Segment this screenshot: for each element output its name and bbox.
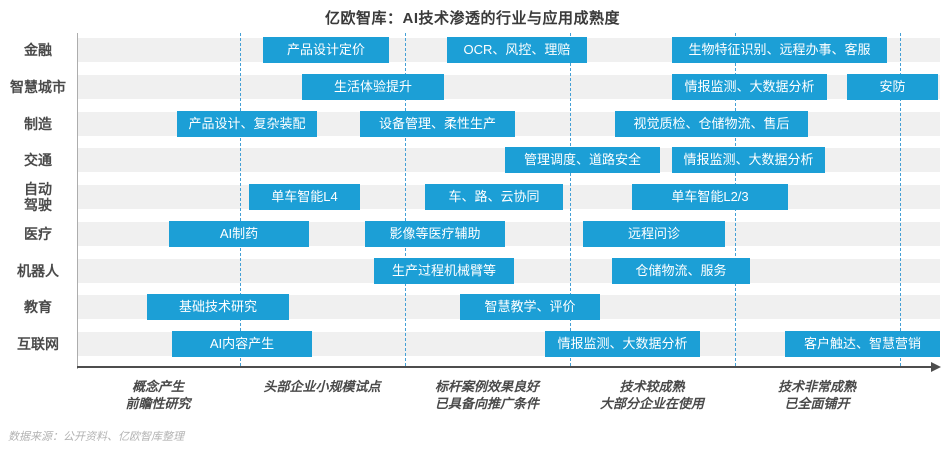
industry-label: 金融 <box>24 42 52 58</box>
industry-label: 医疗 <box>24 225 52 242</box>
application-box: 远程问诊 <box>583 220 725 247</box>
stage-label: 概念产生前瞻性研究 <box>125 379 191 411</box>
application-box: 生物特征识别、远程办事、客服 <box>672 37 887 63</box>
application-box: 智慧教学、评价 <box>460 294 600 321</box>
industry-label: 自动驾驶 <box>24 181 52 213</box>
application-box: 基础技术研究 <box>147 294 289 321</box>
industry-label: 教育 <box>24 299 52 316</box>
industry-label: 制造 <box>24 115 52 132</box>
stage-divider-line <box>900 33 901 366</box>
application-box: 单车智能L2/3 <box>632 184 788 210</box>
x-axis-line <box>77 366 931 368</box>
application-box: 情报监测、大数据分析 <box>672 147 825 174</box>
industry-label: 互联网 <box>17 336 59 352</box>
industry-label: 交通 <box>24 152 52 169</box>
application-box: 产品设计定价 <box>263 37 389 63</box>
application-box: 生活体验提升 <box>302 73 444 100</box>
application-box: 安防 <box>847 73 938 100</box>
stage-label: 技术非常成熟已全面铺开 <box>777 379 857 411</box>
chart-title: 亿欧智库：AI技术渗透的行业与应用成熟度 <box>324 10 620 27</box>
stage-divider-line <box>240 33 241 366</box>
y-axis-line <box>77 33 78 369</box>
application-box: OCR、风控、理赔 <box>447 37 587 63</box>
industry-label: 机器人 <box>17 262 59 279</box>
application-box: AI内容产生 <box>172 331 312 357</box>
application-box: 单车智能L4 <box>249 184 360 210</box>
stage-label: 头部企业小规模试点 <box>263 379 381 394</box>
application-box: 设备管理、柔性生产 <box>360 110 515 137</box>
application-box: 仓储物流、服务 <box>612 257 750 284</box>
stage-divider-line <box>405 33 406 366</box>
stage-label: 标杆案例效果良好已具备向推广条件 <box>434 379 540 411</box>
industry-label: 智慧城市 <box>10 78 66 95</box>
source-note: 数据来源：公开资料、亿欧智库整理 <box>8 431 184 443</box>
application-box: 情报监测、大数据分析 <box>545 331 700 357</box>
application-box: 视觉质检、仓储物流、售后 <box>615 110 808 137</box>
application-box: 客户触达、智慧营销 <box>785 331 940 357</box>
application-box: 产品设计、复杂装配 <box>177 110 317 137</box>
application-box: 生产过程机械臂等 <box>374 257 514 284</box>
application-box: 情报监测、大数据分析 <box>672 73 827 100</box>
application-box: 管理调度、道路安全 <box>505 147 660 174</box>
stage-divider-line <box>570 33 571 366</box>
application-box: 车、路、云协同 <box>425 184 563 210</box>
application-box: AI制药 <box>169 220 309 247</box>
application-box: 影像等医疗辅助 <box>365 220 505 247</box>
x-axis-arrow-icon <box>931 362 941 372</box>
stage-label: 技术较成熟大部分企业在使用 <box>599 379 705 411</box>
